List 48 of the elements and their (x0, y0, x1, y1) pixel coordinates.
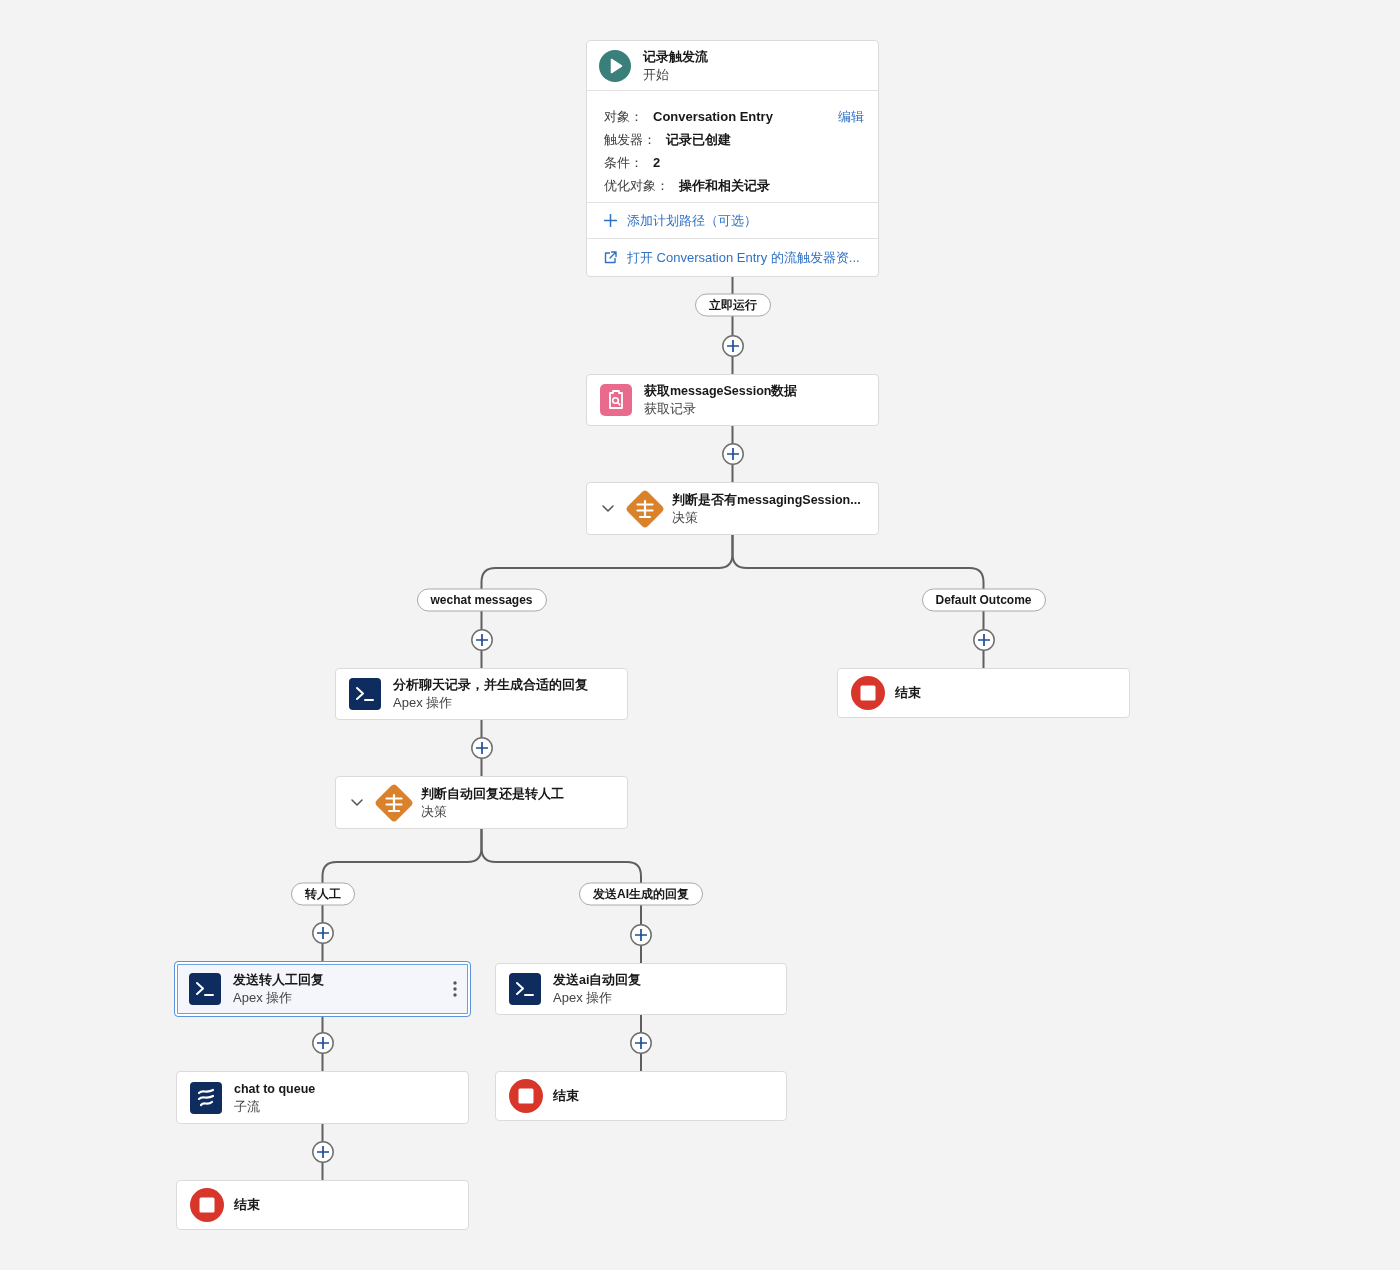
step-type: 子流 (234, 1097, 261, 1116)
edge-label: Default Outcome (921, 588, 1046, 612)
field-label: 优化对象： (604, 176, 669, 195)
step-title: chat to queue (234, 1080, 316, 1098)
field-value: 记录已创建 (666, 130, 731, 149)
step-title: 分析聊天记录，并生成合适的回复 (393, 677, 588, 694)
step-title: 获取messageSession数据 (644, 383, 798, 400)
step-type: Apex 操作 (553, 989, 614, 1007)
decision-card (335, 776, 628, 829)
edge-label: 转人工 (290, 882, 355, 906)
step-title: 判断自动回复还是转人工 (421, 785, 564, 803)
action-card (495, 963, 787, 1015)
end-card (495, 1071, 787, 1121)
edge-label: 立即运行 (694, 293, 771, 317)
step-type: Apex 操作 (393, 694, 454, 712)
step-title: 结束 (234, 1197, 260, 1214)
field-value: 操作和相关记录 (679, 176, 770, 195)
field-label: 条件： (604, 153, 643, 172)
step-title: 判断是否有messagingSession... (672, 491, 861, 509)
action-card (335, 668, 628, 720)
edit-link: 编辑 (838, 107, 864, 126)
add-path-link: 添加计划路径（可选） (604, 211, 757, 230)
field-label: 触发器： (604, 130, 656, 149)
step-type: 决策 (672, 508, 699, 527)
step-type: 获取记录 (644, 400, 697, 418)
field-value: Conversation Entry (653, 109, 773, 124)
action-card (174, 961, 471, 1017)
step-title: 记录触发流 (643, 48, 708, 66)
open-trigger-link: 打开 Conversation Entry 的流触发器资... (604, 248, 860, 267)
subflow-card (176, 1071, 469, 1124)
decision-card (586, 482, 879, 535)
step-title: 结束 (553, 1088, 579, 1105)
edge-label: wechat messages (416, 588, 547, 612)
end-card (837, 668, 1130, 718)
get-records-card (586, 374, 879, 426)
step-type: Apex 操作 (233, 989, 294, 1007)
field-value: 2 (653, 155, 661, 170)
start-card (586, 40, 879, 277)
step-type: 决策 (421, 802, 448, 821)
connector-line (731, 534, 985, 669)
step-title: 发送ai自动回复 (553, 972, 642, 989)
step-title: 结束 (895, 685, 921, 702)
field-label: 对象： (604, 107, 643, 126)
connector-line (480, 828, 642, 964)
step-type: 开始 (643, 65, 670, 84)
edge-label: 发送AI生成的回复 (579, 882, 703, 906)
step-title: 发送转人工回复 (233, 972, 324, 989)
end-card (176, 1180, 469, 1230)
